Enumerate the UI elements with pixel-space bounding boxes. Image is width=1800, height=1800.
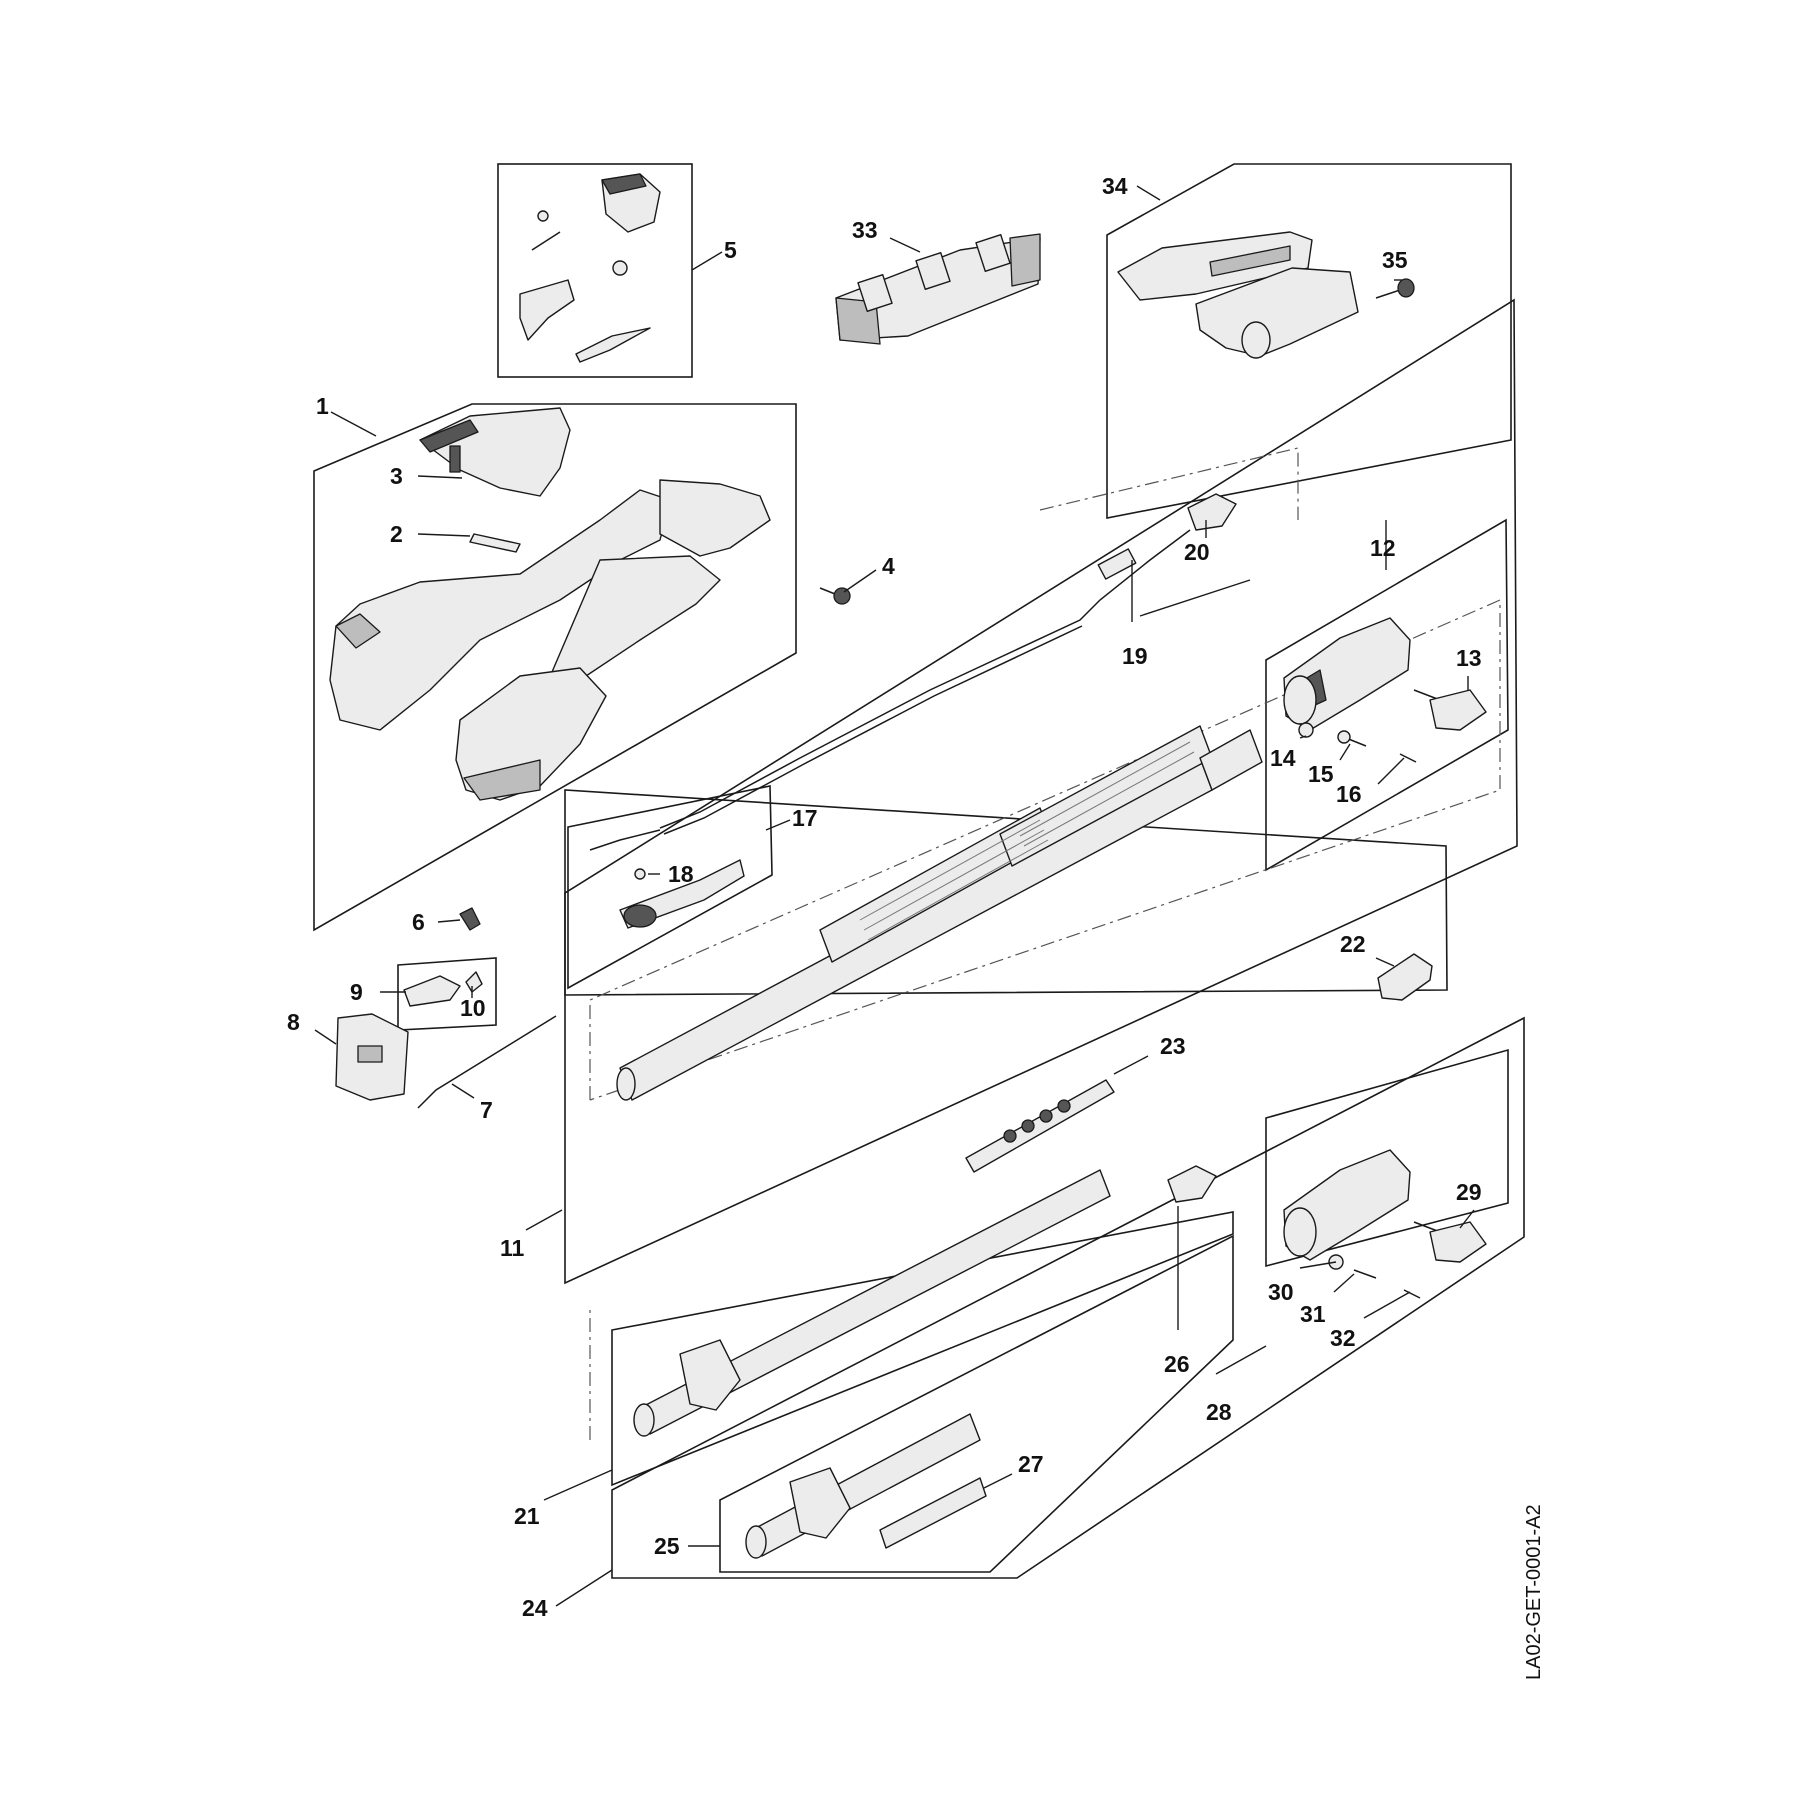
part-28-end-cap (1283, 1149, 1411, 1261)
part-10-spring (465, 971, 483, 993)
group-box-34 (1106, 163, 1512, 519)
callout-9: 9 (350, 979, 363, 1005)
part-16-pin (1399, 753, 1417, 763)
callout-2: 2 (390, 521, 403, 547)
callout-1: 1 (316, 393, 329, 419)
part-31-bolt (1353, 1269, 1377, 1279)
callout-33: 33 (852, 217, 878, 243)
part-15-bolt (1337, 730, 1367, 747)
part-12-end-cap (1283, 617, 1411, 731)
callout-25: 25 (654, 1533, 680, 1559)
group-box-12 (1265, 518, 1509, 872)
group-box-24 (611, 1016, 1525, 1579)
part-27-sleeve (879, 1477, 987, 1549)
part-23-warning-label (965, 1079, 1115, 1173)
group-box-17 (567, 785, 773, 990)
callout-15: 15 (1308, 761, 1334, 787)
part-7-wire (417, 1015, 557, 1109)
callout-34: 34 (1102, 173, 1128, 199)
callout-23: 23 (1160, 1033, 1186, 1059)
callout-26: 26 (1164, 1351, 1190, 1377)
callout-12: 12 (1370, 535, 1396, 561)
part-26-connector (1167, 1165, 1217, 1203)
part-33-holster (835, 233, 1041, 345)
group-box-9 (397, 957, 497, 1031)
callout-11: 11 (500, 1235, 525, 1261)
part-17-switch-assembly (589, 829, 745, 929)
callout-18: 18 (668, 861, 694, 887)
callout-7: 7 (480, 1097, 493, 1123)
callout-28: 28 (1206, 1399, 1232, 1425)
group-box-28 (1265, 1048, 1509, 1268)
document-code: LA02-GET-0001-A2 (1523, 1504, 1545, 1680)
group-box-25 (719, 1234, 1234, 1573)
callout-13: 13 (1456, 645, 1482, 671)
callout-22: 22 (1340, 931, 1366, 957)
part-20-connector (1187, 493, 1237, 531)
group-box-1 (313, 403, 797, 932)
callout-20: 20 (1184, 539, 1210, 565)
callout-4: 4 (882, 553, 895, 579)
callout-31: 31 (1300, 1301, 1326, 1327)
group-box-5 (497, 163, 693, 378)
callout-35: 35 (1382, 247, 1408, 273)
callout-29: 29 (1456, 1179, 1482, 1205)
part-13-wing-bolt (1413, 689, 1487, 731)
callout-24: 24 (522, 1595, 548, 1621)
part-4-screw (819, 587, 851, 605)
callout-3: 3 (390, 463, 403, 489)
callout-21: 21 (514, 1503, 540, 1529)
callout-14: 14 (1270, 745, 1296, 771)
callout-6: 6 (412, 909, 425, 935)
part-2-strip (469, 533, 521, 553)
part-21-extension-shaft (633, 1169, 1111, 1437)
part-34-loop-handle (1117, 231, 1359, 359)
callout-30: 30 (1268, 1279, 1294, 1305)
callout-17: 17 (792, 805, 818, 831)
part-14-nut (1298, 722, 1314, 738)
part-35-screw (1375, 278, 1415, 299)
leader-lines (314, 185, 1475, 1607)
callout-19: 19 (1122, 643, 1148, 669)
callout-labels: 1 2 3 4 5 6 7 8 9 10 11 12 13 14 15 16 1… (287, 173, 1482, 1621)
callout-16: 16 (1336, 781, 1362, 807)
part-11-shaft (616, 725, 1263, 1101)
part-8-control-module (335, 1013, 409, 1101)
callout-8: 8 (287, 1009, 300, 1035)
part-6-latch (459, 907, 481, 931)
callout-5: 5 (724, 237, 737, 263)
part-18-screw (634, 868, 646, 880)
group-box-11 (564, 298, 1518, 1285)
callout-27: 27 (1018, 1451, 1044, 1477)
dashed-assembly-outline (589, 447, 1501, 1440)
group-box-21 (611, 1211, 1234, 1487)
part-5-trigger-kit (519, 173, 661, 363)
callout-32: 32 (1330, 1325, 1356, 1351)
part-1-handle-housing (329, 407, 771, 801)
part-25-shaft-section (745, 1413, 981, 1559)
callout-10: 10 (460, 995, 486, 1021)
part-29-wing-bolt (1413, 1221, 1487, 1263)
part-32-pin (1403, 1289, 1421, 1299)
part-3-clip (449, 445, 461, 473)
part-22-plug-housing (1377, 953, 1433, 1001)
part-19-cable (659, 529, 1191, 835)
part-9-trigger-lockout (403, 975, 461, 1007)
